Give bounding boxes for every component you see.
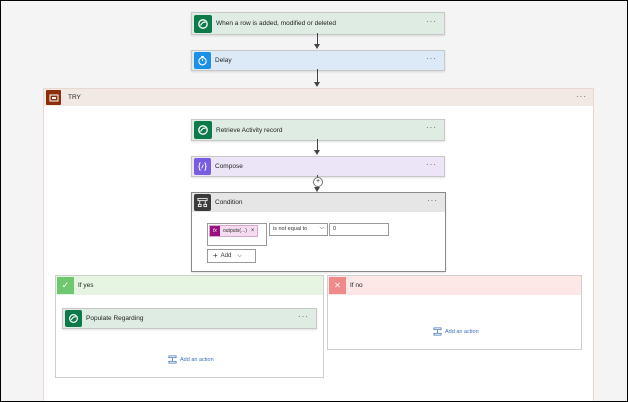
populate-regarding-title: Populate Regarding [86, 315, 144, 322]
connector-arrow-icon [314, 187, 320, 192]
if-yes-title: If yes [78, 282, 94, 289]
dataverse-icon [65, 310, 82, 327]
trigger-card-header[interactable]: When a row is added, modified or deleted… [192, 13, 444, 34]
delay-title: Delay [215, 57, 232, 64]
delay-card-header[interactable]: Delay ··· [192, 51, 444, 70]
populate-regarding-more-icon[interactable]: ··· [298, 312, 309, 321]
plus-icon: + [315, 178, 321, 185]
connector-line [317, 69, 318, 85]
trigger-card[interactable]: When a row is added, modified or deleted… [191, 12, 445, 35]
condition-left-operand[interactable]: fx outputs(...) × [207, 223, 267, 246]
if-yes-add-action-button[interactable]: Add an action [168, 355, 214, 364]
compose-card-header[interactable]: Compose ··· [192, 157, 444, 176]
if-yes-branch[interactable]: ✓ If yes Populate Regarding ··· Add an a… [55, 275, 324, 378]
plus-icon: + [213, 251, 218, 260]
compose-more-icon[interactable]: ··· [426, 160, 437, 169]
add-condition-button[interactable]: + Add ⌵ [207, 249, 256, 263]
scope-icon [46, 90, 61, 105]
insert-step-button[interactable]: + [313, 177, 323, 187]
trigger-more-icon[interactable]: ··· [426, 17, 437, 26]
condition-operator-select[interactable]: is not equal to ⌵ [269, 223, 328, 236]
condition-icon [194, 194, 211, 211]
dataverse-icon [194, 14, 212, 33]
condition-card[interactable]: Condition ··· fx outputs(...) × is not e… [191, 192, 446, 272]
delay-card[interactable]: Delay ··· [191, 50, 445, 71]
condition-title: Condition [215, 199, 243, 206]
try-scope-title: TRY [68, 94, 81, 101]
chevron-down-icon: ⌵ [319, 225, 324, 231]
connector-arrow-icon [314, 44, 320, 49]
compose-title: Compose [215, 163, 243, 170]
if-no-header[interactable]: ✕ If no [328, 276, 581, 295]
operator-value: is not equal to [273, 226, 308, 232]
try-scope-header[interactable]: TRY ··· [44, 89, 593, 106]
if-yes-header[interactable]: ✓ If yes [56, 276, 323, 295]
expression-token[interactable]: fx outputs(...) × [209, 225, 259, 237]
add-action-icon [433, 327, 442, 336]
cross-glyph: ✕ [334, 281, 341, 290]
if-no-title: If no [350, 282, 363, 289]
populate-regarding-card[interactable]: Populate Regarding ··· [62, 308, 317, 329]
chevron-down-icon: ⌵ [237, 252, 242, 259]
if-yes-add-action-label: Add an action [180, 356, 214, 363]
connector-arrow-icon [314, 150, 320, 155]
retrieve-activity-title: Retrieve Activity record [216, 126, 283, 134]
condition-card-header[interactable]: Condition ··· [192, 193, 445, 212]
braces-icon [194, 158, 211, 175]
if-no-branch[interactable]: ✕ If no Add an action [327, 275, 582, 350]
dataverse-icon [194, 121, 212, 139]
if-no-add-action-button[interactable]: Add an action [433, 327, 479, 336]
check-icon: ✓ [57, 277, 74, 294]
add-button-label: Add [220, 253, 232, 259]
add-action-icon [168, 355, 177, 364]
right-operand-value: 0 [333, 226, 337, 232]
connector-arrow-icon [314, 82, 320, 87]
retrieve-activity-card-header[interactable]: Retrieve Activity record ··· [192, 120, 444, 140]
trigger-title: When a row is added, modified or deleted [216, 20, 336, 27]
fx-icon: fx [210, 226, 220, 236]
condition-right-operand[interactable]: 0 [329, 223, 389, 236]
remove-token-icon[interactable]: × [250, 228, 255, 234]
connector-line [317, 33, 318, 46]
expression-token-label: outputs(...) [223, 228, 247, 234]
if-no-add-action-label: Add an action [445, 328, 479, 335]
check-glyph: ✓ [61, 280, 70, 290]
condition-more-icon[interactable]: ··· [427, 196, 438, 205]
try-scope-more-icon[interactable]: ··· [576, 92, 587, 101]
close-icon: ✕ [329, 277, 346, 294]
timer-icon [194, 52, 211, 69]
connector-line [317, 139, 318, 153]
retrieve-activity-card[interactable]: Retrieve Activity record ··· [191, 119, 445, 141]
delay-more-icon[interactable]: ··· [426, 54, 437, 63]
compose-card[interactable]: Compose ··· [191, 156, 445, 177]
retrieve-more-icon[interactable]: ··· [426, 123, 437, 132]
populate-regarding-header[interactable]: Populate Regarding ··· [63, 309, 316, 328]
